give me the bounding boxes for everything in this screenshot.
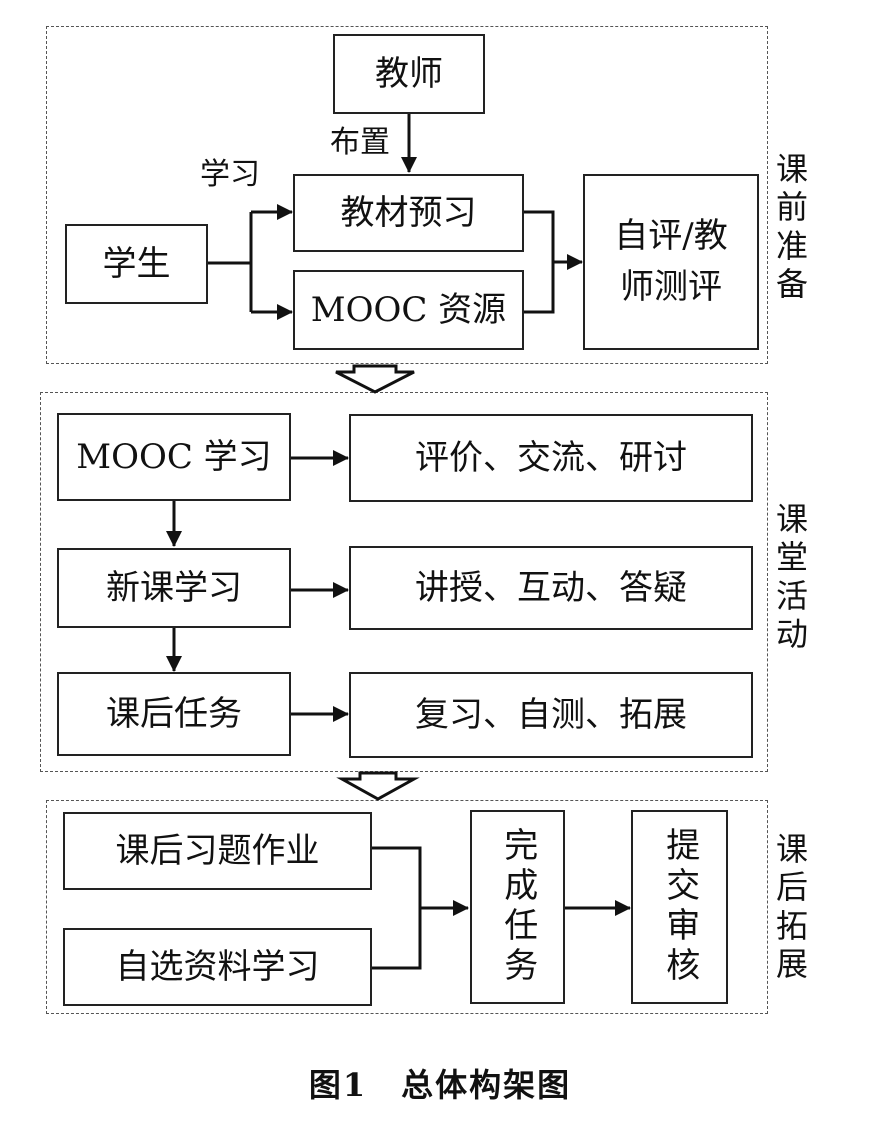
section-frame-in-class [40, 392, 768, 772]
textbook-preview-label: 教材预习 [340, 192, 477, 233]
new-lesson-box: 新课学习 [57, 548, 291, 628]
mooc-activity-box: 评价、交流、研讨 [349, 414, 753, 502]
line-merge-pre [524, 210, 555, 314]
teacher-box: 教师 [333, 34, 485, 114]
self-eval-box: 自评/教师测评 [583, 174, 759, 350]
section-frame-after-class [46, 800, 768, 1014]
new-lesson-activity-box: 讲授、互动、答疑 [349, 546, 753, 630]
arrange-label: 布置 [330, 125, 390, 160]
hollow-arrow-in-to-after [336, 771, 420, 801]
self-selected-label: 自选资料学习 [115, 946, 320, 987]
homework-activity-label: 复习、自测、拓展 [415, 694, 687, 735]
homework-task-label: 课后任务 [106, 693, 242, 734]
self-eval-label: 自评/教师测评 [614, 216, 728, 307]
homework-task-box: 课后任务 [57, 672, 291, 756]
hollow-arrow-pre-to-in [335, 364, 415, 394]
teacher-label: 教师 [375, 53, 443, 94]
section-label-pre-class: 课前准备 [775, 150, 808, 304]
exercises-label: 课后习题作业 [115, 830, 320, 871]
exercises-box: 课后习题作业 [63, 812, 372, 890]
new-lesson-activity-label: 讲授、互动、答疑 [415, 567, 687, 608]
section-label-in-class: 课堂活动 [775, 500, 808, 654]
mooc-resources-label: MOOC 资源 [310, 289, 507, 330]
student-box: 学生 [65, 224, 208, 304]
student-label: 学生 [102, 243, 171, 284]
submit-review-box: 提交审核 [631, 810, 728, 1004]
complete-task-label: 完成任务 [497, 827, 538, 987]
section-frame-pre-class [46, 26, 768, 364]
homework-activity-box: 复习、自测、拓展 [349, 672, 753, 758]
mooc-activity-label: 评价、交流、研讨 [415, 437, 687, 478]
line-merge-after [372, 846, 422, 970]
self-selected-box: 自选资料学习 [63, 928, 372, 1006]
textbook-preview-box: 教材预习 [293, 174, 524, 252]
study-label: 学习 [200, 157, 260, 192]
new-lesson-label: 新课学习 [106, 567, 242, 608]
mooc-resources-box: MOOC 资源 [293, 270, 524, 350]
section-label-after-class: 课后拓展 [775, 830, 808, 984]
mooc-study-box: MOOC 学习 [57, 413, 291, 501]
submit-review-label: 提交审核 [659, 827, 700, 987]
figure-caption: 图1 总体构架图 [308, 1066, 572, 1104]
mooc-study-label: MOOC 学习 [76, 436, 272, 477]
complete-task-box: 完成任务 [470, 810, 565, 1004]
